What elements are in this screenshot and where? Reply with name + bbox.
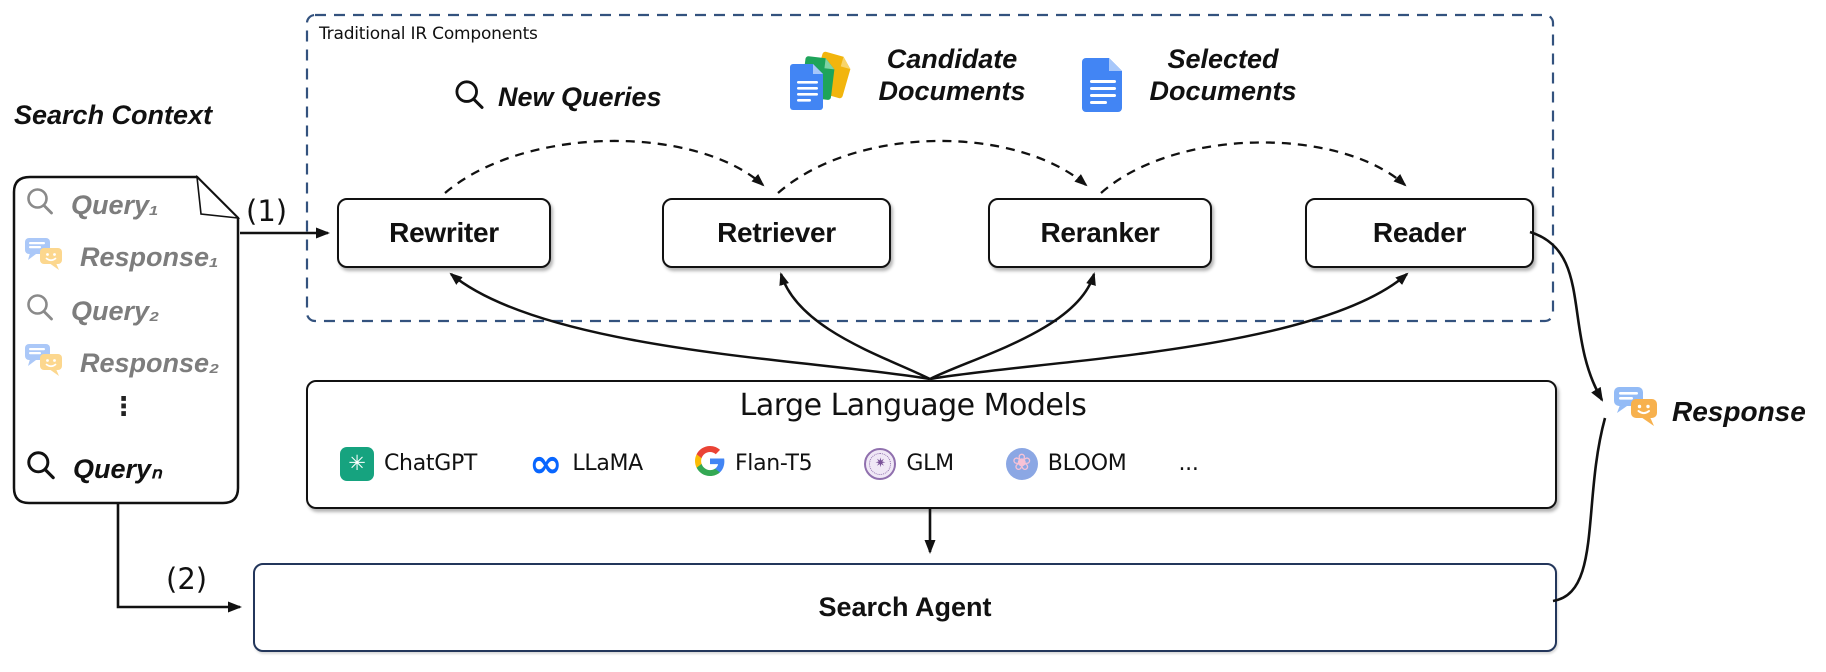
tsinghua-seal-icon: ✷ bbox=[864, 447, 897, 480]
new-queries-label: New Queries bbox=[498, 82, 662, 112]
model-flan-t5: Flan-T5 bbox=[694, 446, 813, 481]
rewriter-box: Rewriter bbox=[337, 198, 551, 268]
retriever-box: Retriever bbox=[662, 198, 891, 268]
step-1-label: (1) bbox=[246, 194, 288, 228]
ir-panel-title: Traditional IR Components bbox=[319, 24, 538, 44]
google-icon bbox=[694, 446, 725, 481]
list-item-query-n: Queryₙ bbox=[24, 448, 162, 490]
search-agent-label: Search Agent bbox=[818, 592, 992, 622]
magnifier-icon bbox=[24, 292, 57, 330]
search-context-title: Search Context bbox=[14, 100, 213, 130]
magnifier-icon bbox=[24, 449, 59, 489]
model-name: ChatGPT bbox=[384, 451, 478, 476]
list-item-query-2: Query₂ bbox=[24, 290, 159, 332]
model-glm: ✷ GLM bbox=[864, 447, 954, 480]
step-2-label: (2) bbox=[166, 562, 208, 596]
bloom-flower-icon: ❀ bbox=[1005, 447, 1038, 480]
list-item-response-1: Response₁ bbox=[24, 236, 219, 278]
magnifier-icon bbox=[452, 78, 488, 119]
model-chatgpt: ✳ ChatGPT bbox=[340, 446, 478, 481]
chat-bubbles-icon bbox=[1612, 384, 1662, 433]
query-1-label: Query₁ bbox=[71, 189, 159, 220]
chat-bubbles-icon bbox=[24, 236, 66, 278]
document-icon bbox=[1080, 56, 1126, 119]
retriever-label: Retriever bbox=[717, 217, 836, 248]
openai-icon: ✳ bbox=[340, 446, 374, 481]
rewriter-label: Rewriter bbox=[389, 217, 499, 248]
llm-models-row: ✳ ChatGPT ∞ LLaMA Flan-T5 bbox=[340, 440, 1520, 487]
model-bloom: ❀ BLOOM bbox=[1005, 447, 1127, 480]
seal-ring bbox=[869, 452, 892, 475]
model-name: Flan-T5 bbox=[734, 451, 813, 476]
meta-icon: ∞ bbox=[529, 440, 563, 487]
candidate-documents-label: Candidate Documents bbox=[878, 44, 1026, 106]
model-name: BLOOM bbox=[1047, 451, 1127, 476]
list-item-response-2: Response₂ bbox=[24, 342, 219, 384]
llm-box bbox=[306, 380, 1557, 509]
flower-glyph: ❀ bbox=[1012, 450, 1032, 476]
documents-stack-icon bbox=[786, 48, 856, 123]
model-more: ... bbox=[1178, 451, 1198, 476]
response-2-label: Response₂ bbox=[80, 347, 220, 378]
query-2-label: Query₂ bbox=[71, 295, 160, 326]
model-name: LLaMA bbox=[572, 451, 643, 476]
llm-title: Large Language Models bbox=[739, 388, 1087, 423]
reranker-box: Reranker bbox=[988, 198, 1212, 268]
magnifier-icon bbox=[24, 186, 57, 224]
more-models-ellipsis: ... bbox=[1178, 451, 1199, 476]
response-1-label: Response₁ bbox=[80, 241, 219, 272]
selected-documents-label: Selected Documents bbox=[1149, 44, 1297, 106]
chat-bubbles-icon bbox=[24, 342, 66, 384]
reranker-label: Reranker bbox=[1040, 217, 1160, 248]
reader-label: Reader bbox=[1372, 217, 1467, 248]
list-item-query-1: Query₁ bbox=[24, 184, 159, 226]
model-name: GLM bbox=[906, 451, 954, 476]
response-label: Response bbox=[1672, 396, 1806, 427]
reader-box: Reader bbox=[1305, 198, 1534, 268]
model-llama: ∞ LLaMA bbox=[529, 440, 643, 487]
search-agent-box: Search Agent bbox=[253, 563, 1557, 652]
query-n-label: Queryₙ bbox=[73, 453, 162, 484]
